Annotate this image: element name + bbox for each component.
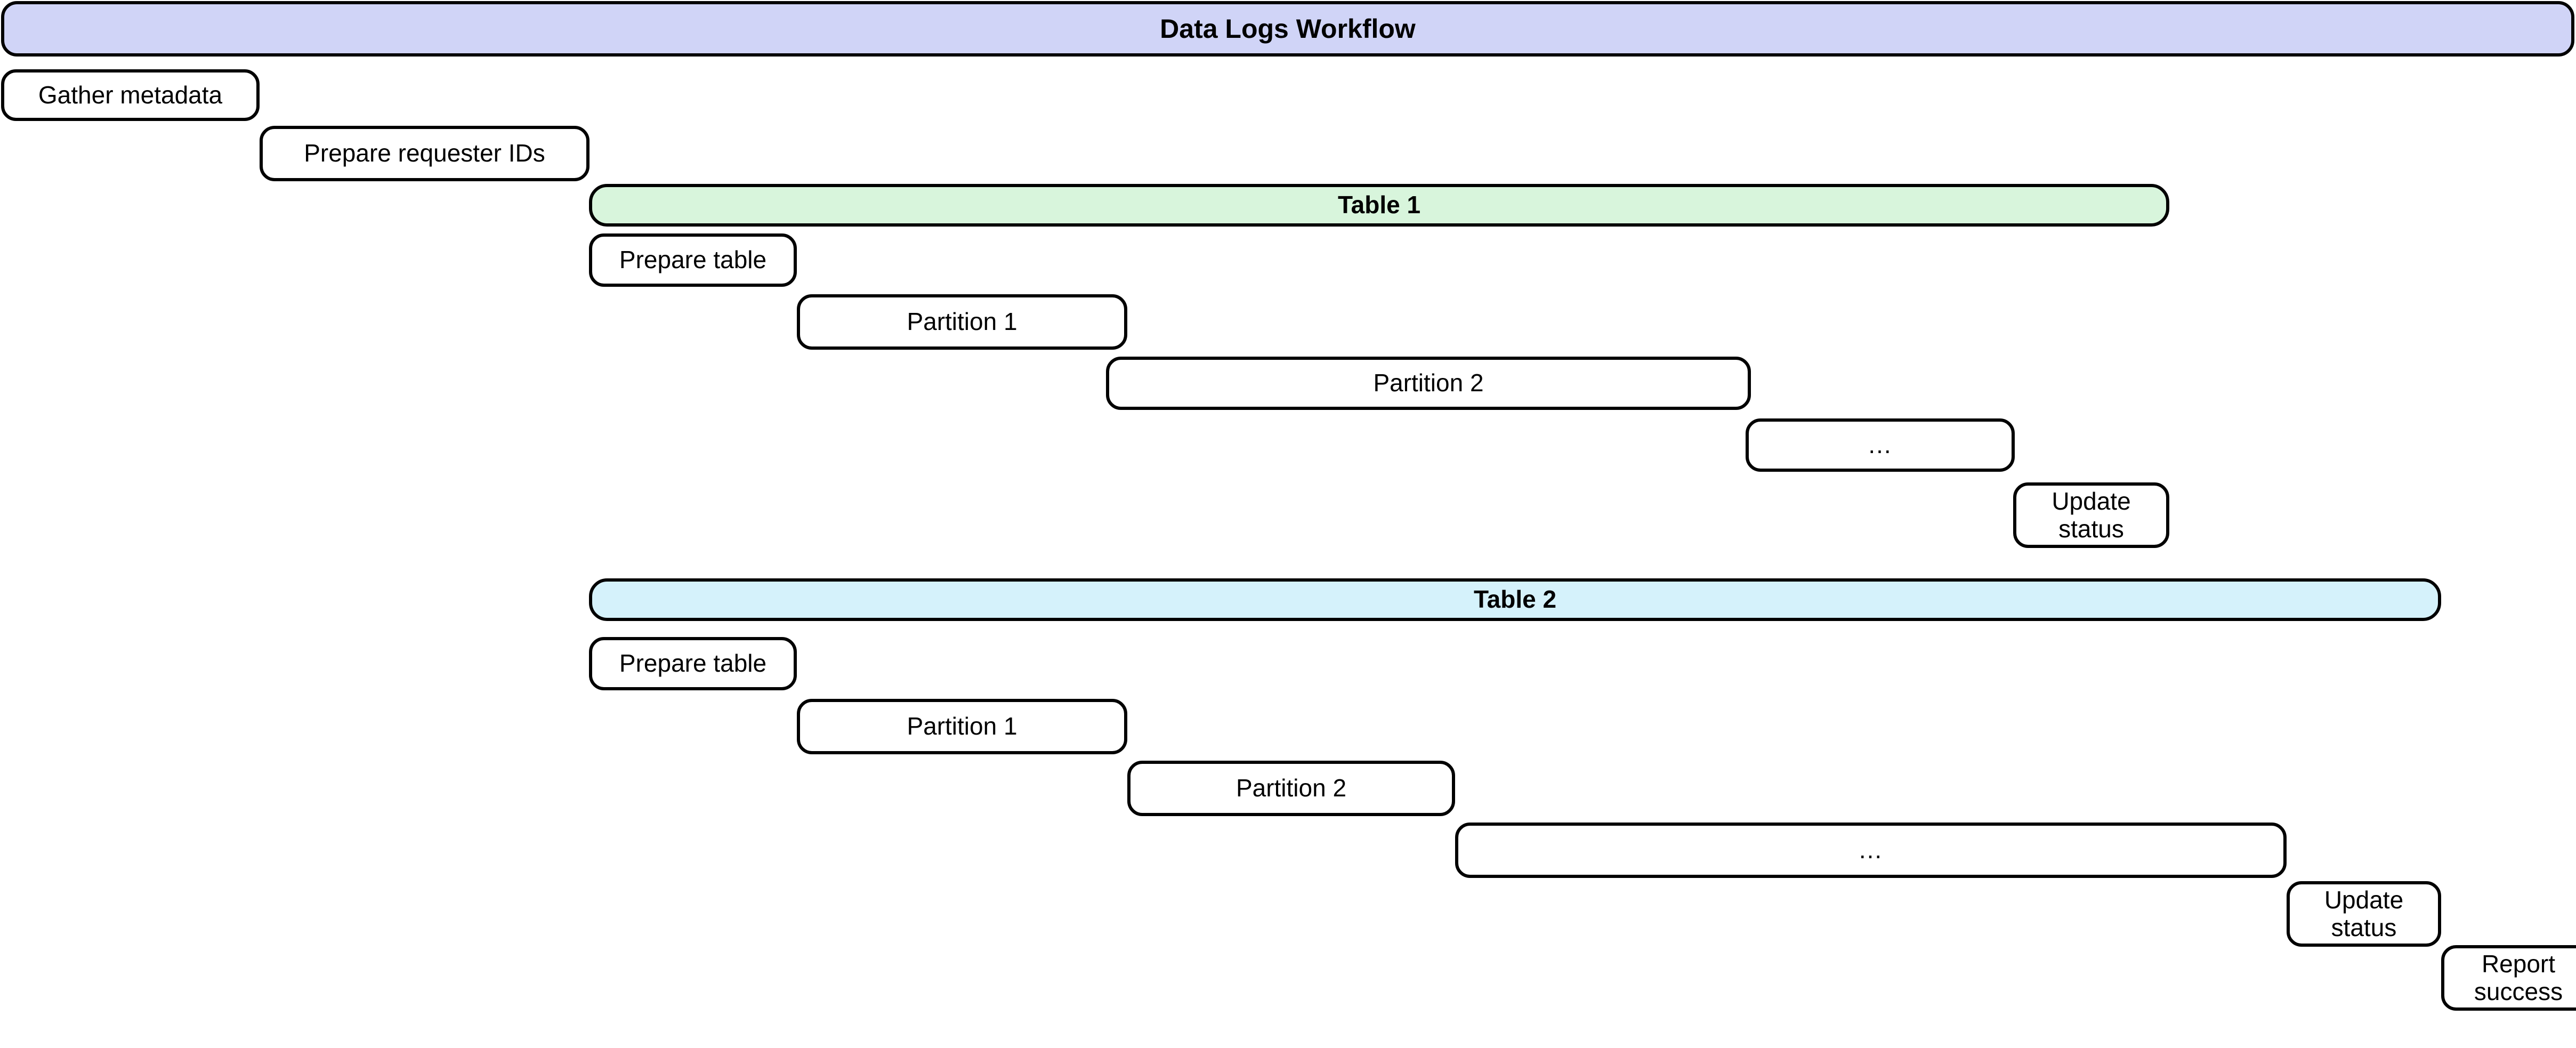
table2-partition-1-node[interactable]: Partition 1 <box>797 699 1127 754</box>
gather-metadata-node[interactable]: Gather metadata <box>1 69 260 121</box>
prepare-requester-ids-node[interactable]: Prepare requester IDs <box>260 126 590 181</box>
report-success-node[interactable]: Report success <box>2441 945 2576 1011</box>
table2-prepare-table-node[interactable]: Prepare table <box>589 637 797 690</box>
table1-header-node[interactable]: Table 1 <box>589 184 2169 227</box>
table1-partition-1-node[interactable]: Partition 1 <box>797 294 1127 350</box>
table2-header-node[interactable]: Table 2 <box>589 578 2441 621</box>
table1-ellipsis-node[interactable]: ... <box>1746 418 2015 472</box>
workflow-header-node[interactable]: Data Logs Workflow <box>1 1 2574 57</box>
table2-update-status-node[interactable]: Update status <box>2287 881 2441 947</box>
table1-update-status-node[interactable]: Update status <box>2013 482 2169 548</box>
table1-prepare-table-node[interactable]: Prepare table <box>589 233 797 287</box>
table1-partition-2-node[interactable]: Partition 2 <box>1106 357 1751 410</box>
table2-partition-2-node[interactable]: Partition 2 <box>1127 761 1455 816</box>
table2-ellipsis-node[interactable]: ... <box>1455 823 2287 878</box>
